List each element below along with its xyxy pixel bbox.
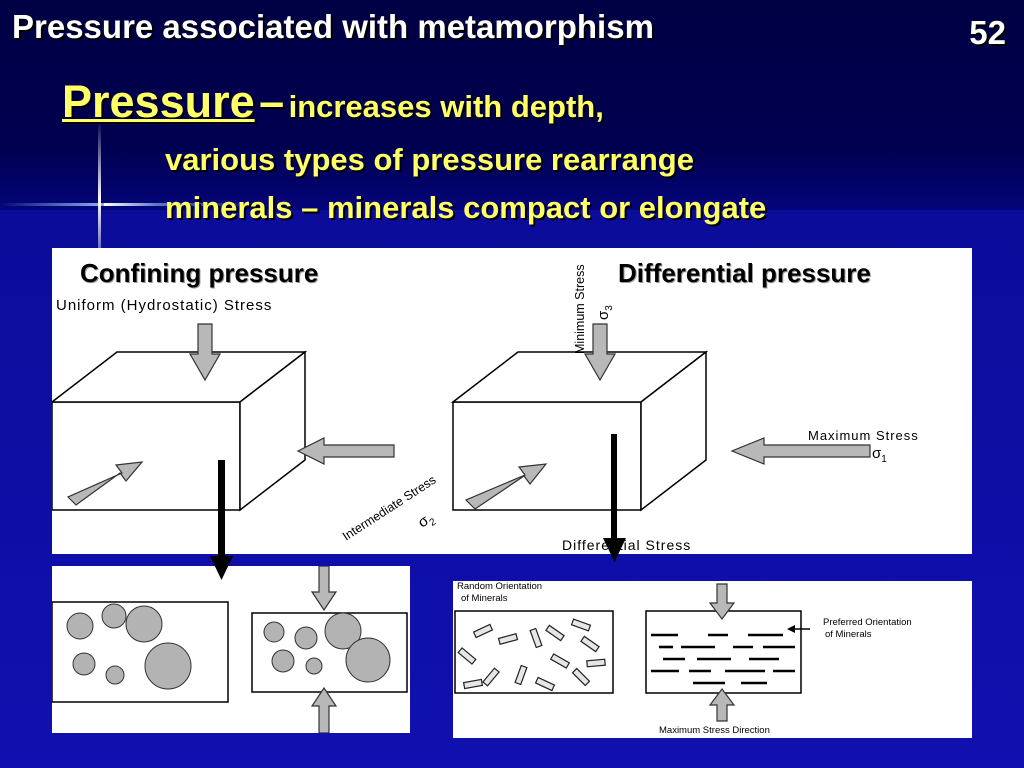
confining-grains-diagram	[52, 566, 408, 733]
differential-stress-label: Differential Stress	[562, 537, 691, 553]
pointer-arrow-icon	[787, 625, 795, 633]
differential-grains-panel: Random Orientation of Minerals	[453, 581, 972, 738]
max-stress-direction-label: Maximum Stress Direction	[659, 725, 770, 736]
preferred-box	[645, 610, 802, 694]
diagonal-arrow-icon	[66, 461, 144, 506]
header-background	[0, 0, 1024, 210]
heading-line-3: minerals – minerals compact or elongate	[165, 190, 767, 225]
sigma2-label: σ2	[415, 509, 439, 534]
slide-title: Pressure associated with metamorphism	[12, 8, 654, 45]
down-arrow-icon	[603, 538, 626, 562]
heading-rest: increases with depth,	[288, 89, 604, 124]
random-minerals	[457, 618, 606, 692]
up-arrow-icon	[708, 688, 736, 722]
up-arrow-icon	[310, 686, 338, 733]
preferred-orientation-label: Preferred Orientation	[823, 617, 912, 628]
slide-number: 52	[969, 14, 1006, 51]
confining-cube	[52, 350, 308, 512]
connector-arrow-right	[603, 434, 626, 562]
random-orientation-label: Random Orientation	[457, 581, 542, 592]
heading-line: Pressure – increases with depth,	[62, 76, 604, 128]
differential-cube	[450, 350, 709, 512]
down-arrow-icon	[583, 323, 617, 382]
stress-diagram: Uniform (Hydrostatic) Stress Minimum Str…	[52, 264, 919, 553]
stress-diagram-panel: Uniform (Hydrostatic) Stress Minimum Str…	[52, 248, 972, 554]
uniform-stress-label: Uniform (Hydrostatic) Stress	[56, 297, 272, 314]
maximum-stress-label: Maximum Stress	[808, 428, 919, 443]
preferred-orientation-label-2: of Minerals	[825, 629, 872, 640]
sigma3-label: σ3	[595, 305, 615, 320]
diagonal-arrow-icon	[464, 463, 548, 510]
intermediate-stress-label: Intermediate Stress	[340, 473, 439, 544]
down-arrow-icon	[188, 323, 222, 382]
left-arrow-icon	[296, 437, 395, 465]
left-arrow-icon	[730, 437, 871, 465]
heading-dash: –	[259, 76, 285, 127]
down-arrow-icon	[310, 566, 338, 612]
minimum-stress-label: Minimum Stress	[573, 264, 587, 354]
sigma1-label: σ1	[872, 445, 887, 465]
confining-pressure-label: Confining pressure	[80, 258, 319, 288]
light-flare-vertical	[98, 120, 101, 280]
differential-grains-diagram: Random Orientation of Minerals	[454, 581, 912, 736]
down-arrow-icon	[708, 583, 736, 620]
differential-pressure-label: Differential pressure	[618, 258, 871, 288]
random-orientation-label-2: of Minerals	[461, 593, 508, 604]
connector-arrow-left	[210, 460, 233, 580]
heading-word: Pressure	[62, 76, 255, 127]
aligned-minerals	[651, 633, 795, 685]
down-arrow-icon	[210, 556, 233, 580]
confining-grains-panel	[52, 566, 410, 733]
heading-line-2: various types of pressure rearrange	[165, 142, 694, 177]
light-flare-horizontal	[0, 203, 260, 206]
